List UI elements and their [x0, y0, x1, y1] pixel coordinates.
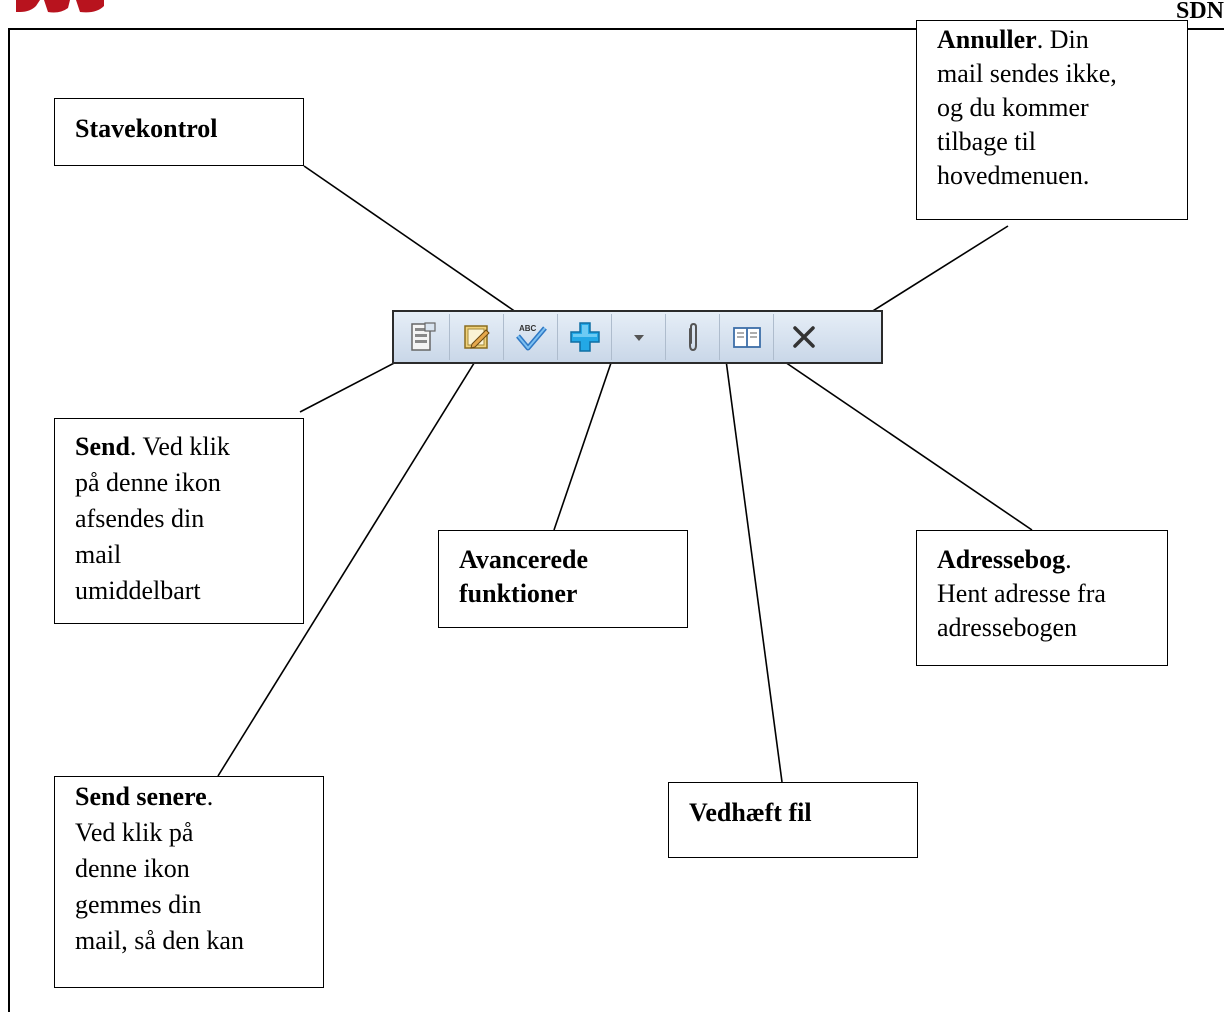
leader-send-senere — [217, 359, 477, 777]
callout-send-line-1: Send. Ved klik — [75, 432, 230, 461]
left-margin-rule — [8, 28, 10, 1012]
compose-toolbar: ABC — [392, 310, 883, 364]
header-rule — [8, 28, 1224, 30]
callout-annuller: Annuller. Din mail sendes ikke, og du ko… — [916, 20, 1188, 220]
callout-adressebog-line-3: adressebogen — [937, 613, 1078, 642]
address-book-icon — [732, 327, 761, 348]
dropdown-arrow-icon — [633, 335, 644, 341]
logo — [16, 0, 104, 13]
send-button[interactable] — [396, 314, 450, 360]
callout-send-senere-line-2: Ved klik på — [75, 818, 194, 847]
callout-adressebog-line-2: Hent adresse fra — [937, 579, 1106, 608]
callout-send: Send. Ved klik på denne ikon afsendes di… — [54, 418, 304, 624]
leader-vedhaeft — [725, 359, 783, 783]
advanced-functions-button[interactable] — [558, 314, 612, 360]
leader-annuller — [851, 225, 1009, 325]
send-later-icon — [463, 325, 490, 349]
callout-send-senere-line-3: denne ikon — [75, 854, 190, 883]
callout-adressebog: Adressebog. Hent adresse fra adresseboge… — [916, 530, 1168, 666]
leader-stavekontrol — [303, 165, 543, 331]
more-options-dropdown[interactable] — [612, 314, 666, 360]
callout-stavekontrol: Stavekontrol — [54, 98, 304, 166]
svg-text:ABC: ABC — [519, 324, 537, 333]
callout-annuller-line-1: Annuller. Din — [937, 25, 1089, 54]
callout-send-senere-line-1: Send senere. — [75, 782, 214, 811]
header-code: SDN — [1175, 0, 1224, 24]
callout-avancerede-line-2: funktioner — [459, 579, 578, 608]
callout-send-senere-line-4: gemmes din — [75, 890, 202, 919]
callout-annuller-line-5: hovedmenuen. — [937, 161, 1090, 190]
advanced-functions-icon — [569, 322, 600, 352]
callout-vedhaeft-title: Vedhæft fil — [689, 798, 812, 827]
leader-adressebog — [781, 359, 1033, 531]
send-icon — [410, 322, 436, 351]
spellcheck-button[interactable]: ABC — [504, 314, 558, 360]
spellcheck-icon: ABC — [515, 324, 547, 351]
callout-send-line-4: mail — [75, 540, 122, 569]
callout-annuller-line-4: tilbage til — [937, 127, 1036, 156]
callout-avancerede-line-1: Avancerede — [459, 545, 588, 574]
callout-send-senere: Send senere. Ved klik på denne ikon gemm… — [54, 776, 324, 988]
callout-adressebog-line-1: Adressebog. — [937, 545, 1072, 574]
callout-send-line-3: afsendes din — [75, 504, 205, 533]
callout-vedhaeft: Vedhæft fil — [668, 782, 918, 858]
paperclip-icon — [688, 322, 697, 352]
callout-annuller-line-2: mail sendes ikke, — [937, 59, 1117, 88]
callout-annuller-line-3: og du kommer — [937, 93, 1089, 122]
cancel-x-icon — [793, 326, 815, 348]
callout-stavekontrol-title: Stavekontrol — [75, 114, 218, 143]
callout-send-senere-line-5: mail, så den kan — [75, 926, 244, 955]
attach-file-button[interactable] — [666, 314, 720, 360]
leader-avancerede — [553, 359, 613, 531]
cancel-button[interactable] — [774, 314, 834, 360]
leader-send — [299, 359, 401, 413]
send-later-button[interactable] — [450, 314, 504, 360]
callout-send-line-5: umiddelbart — [75, 576, 201, 605]
callout-send-line-2: på denne ikon — [75, 468, 221, 497]
address-book-button[interactable] — [720, 314, 774, 360]
callout-avancerede: Avancerede funktioner — [438, 530, 688, 628]
